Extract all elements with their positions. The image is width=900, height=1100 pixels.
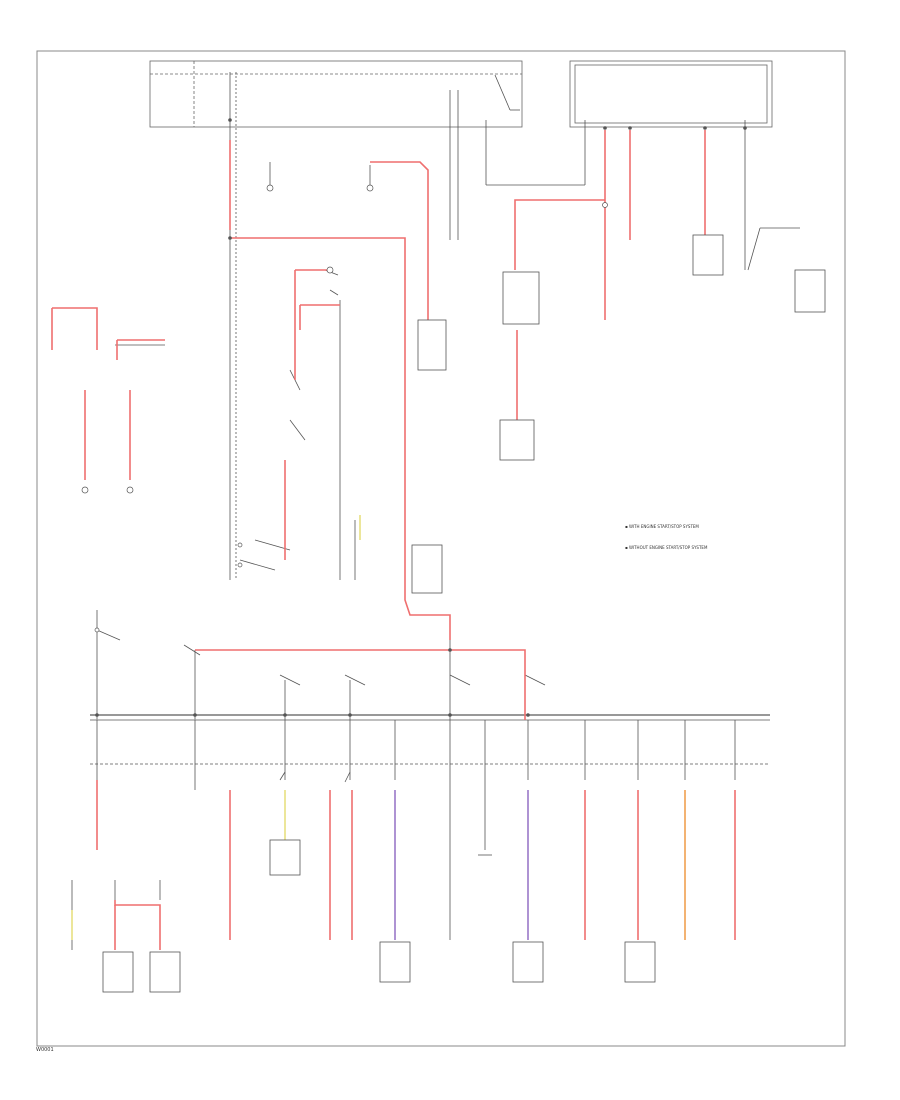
- diagram-frame: [36, 50, 846, 1047]
- purple-wires: [394, 790, 529, 940]
- connector-symbols: [81, 184, 608, 633]
- components: [102, 234, 826, 993]
- legend-entry-without-start-stop: ▪ WITHOUT ENGINE START/STOP SYSTEM: [625, 545, 708, 550]
- figure-code: W0001: [36, 1047, 54, 1053]
- yellow-wires: [71, 515, 361, 940]
- splice-dots: [95, 118, 747, 717]
- red-wires: [51, 130, 736, 950]
- top-fuse-boxes: [149, 60, 773, 128]
- legend-entry-with-start-stop: ▪ WITH ENGINE START/STOP SYSTEM: [625, 524, 699, 529]
- black-wires: [71, 72, 800, 950]
